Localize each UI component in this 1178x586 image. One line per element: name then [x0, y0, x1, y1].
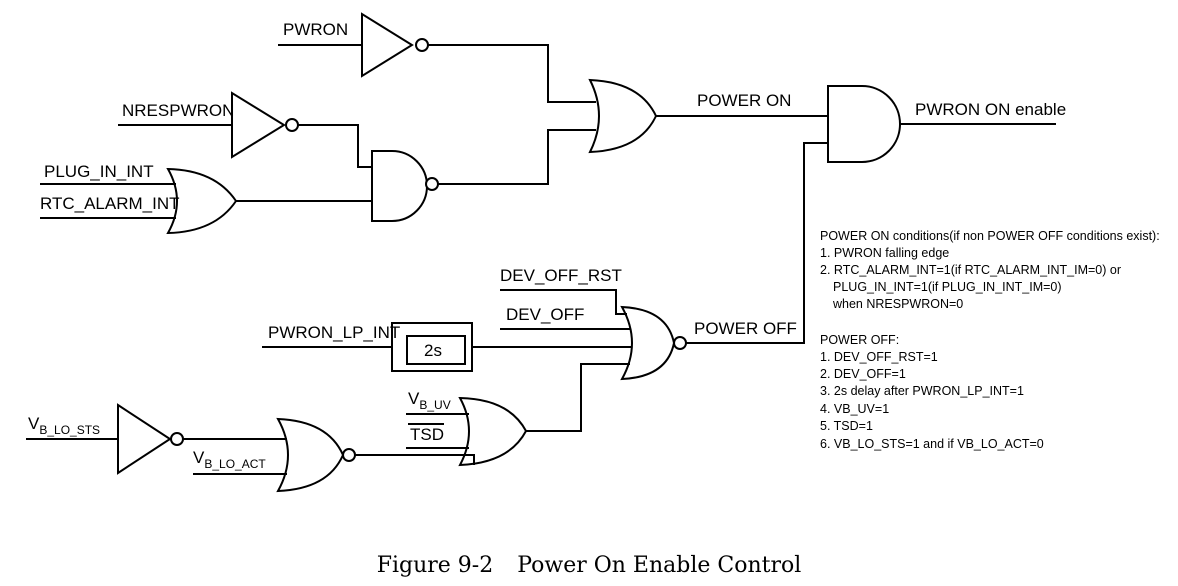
nrespwron-inverter	[231, 91, 286, 159]
vb-lo-sts-inverter-bubble	[170, 432, 184, 446]
plug-rtc-or-gate	[166, 167, 238, 235]
vb-lo-nor-gate	[276, 417, 345, 493]
delay-block-inner	[406, 335, 466, 365]
nrespwron-inverter-bubble	[285, 118, 299, 132]
figure-caption: Figure 9-2 Power On Enable Control	[377, 553, 802, 578]
power-off-nor-bubble	[673, 336, 687, 350]
label-vb-lo-sts: VB_LO_STS	[28, 414, 100, 437]
power-off-nor-gate	[620, 305, 676, 381]
vb-uv-tsd-or-gate	[458, 396, 528, 467]
note-on-4: when NRESPWRON=0	[832, 297, 963, 311]
note-off-6: 6. VB_LO_STS=1 and if VB_LO_ACT=0	[820, 437, 1044, 451]
label-vb-lo-act: VB_LO_ACT	[193, 448, 266, 471]
nand-gate-bubble	[425, 177, 439, 191]
label-pwron-on-enable: PWRON ON enable	[915, 100, 1066, 119]
note-on-2: 2. RTC_ALARM_INT=1(if RTC_ALARM_INT_IM=0…	[820, 263, 1121, 277]
label-dev-off: DEV_OFF	[506, 305, 584, 324]
label-delay: 2s	[424, 341, 442, 360]
label-rtc-alarm-int: RTC_ALARM_INT	[40, 194, 180, 213]
label-nrespwron: NRESPWRON	[122, 101, 234, 120]
conditions-notes: POWER ON conditions(if non POWER OFF con…	[820, 229, 1160, 451]
caption-title: Power On Enable Control	[517, 553, 801, 578]
vb-lo-nor-bubble	[342, 448, 356, 462]
note-off-4: 4. VB_UV=1	[820, 402, 889, 416]
note-off-1: 1. DEV_OFF_RST=1	[820, 350, 938, 364]
label-power-off: POWER OFF	[694, 319, 797, 338]
label-plug-in-int: PLUG_IN_INT	[44, 162, 154, 181]
pwron-inverter	[361, 12, 414, 78]
note-on-3: PLUG_IN_INT=1(if PLUG_IN_INT_IM=0)	[833, 280, 1062, 294]
label-vb-uv: VB_UV	[408, 389, 451, 412]
note-off-2: 2. DEV_OFF=1	[820, 367, 906, 381]
note-on-title: POWER ON conditions(if non POWER OFF con…	[820, 229, 1160, 243]
vb-lo-sts-inverter	[117, 403, 172, 475]
note-off-5: 5. TSD=1	[820, 419, 873, 433]
label-dev-off-rst: DEV_OFF_RST	[500, 266, 622, 285]
note-off-title: POWER OFF:	[820, 333, 899, 347]
pwron-inverter-bubble	[415, 38, 429, 52]
nand-gate	[371, 150, 428, 222]
label-pwron-lp-int: PWRON_LP_INT	[268, 323, 400, 342]
pwron-enable-and-gate	[827, 85, 901, 163]
label-power-on: POWER ON	[697, 91, 791, 110]
power-on-or-gate	[588, 78, 658, 154]
caption-label: Figure 9-2	[377, 553, 494, 578]
note-off-3: 3. 2s delay after PWRON_LP_INT=1	[820, 384, 1024, 398]
label-pwron: PWRON	[283, 20, 348, 39]
wires	[26, 44, 1056, 475]
label-tsd: TSD	[410, 425, 444, 444]
note-on-1: 1. PWRON falling edge	[820, 246, 949, 260]
